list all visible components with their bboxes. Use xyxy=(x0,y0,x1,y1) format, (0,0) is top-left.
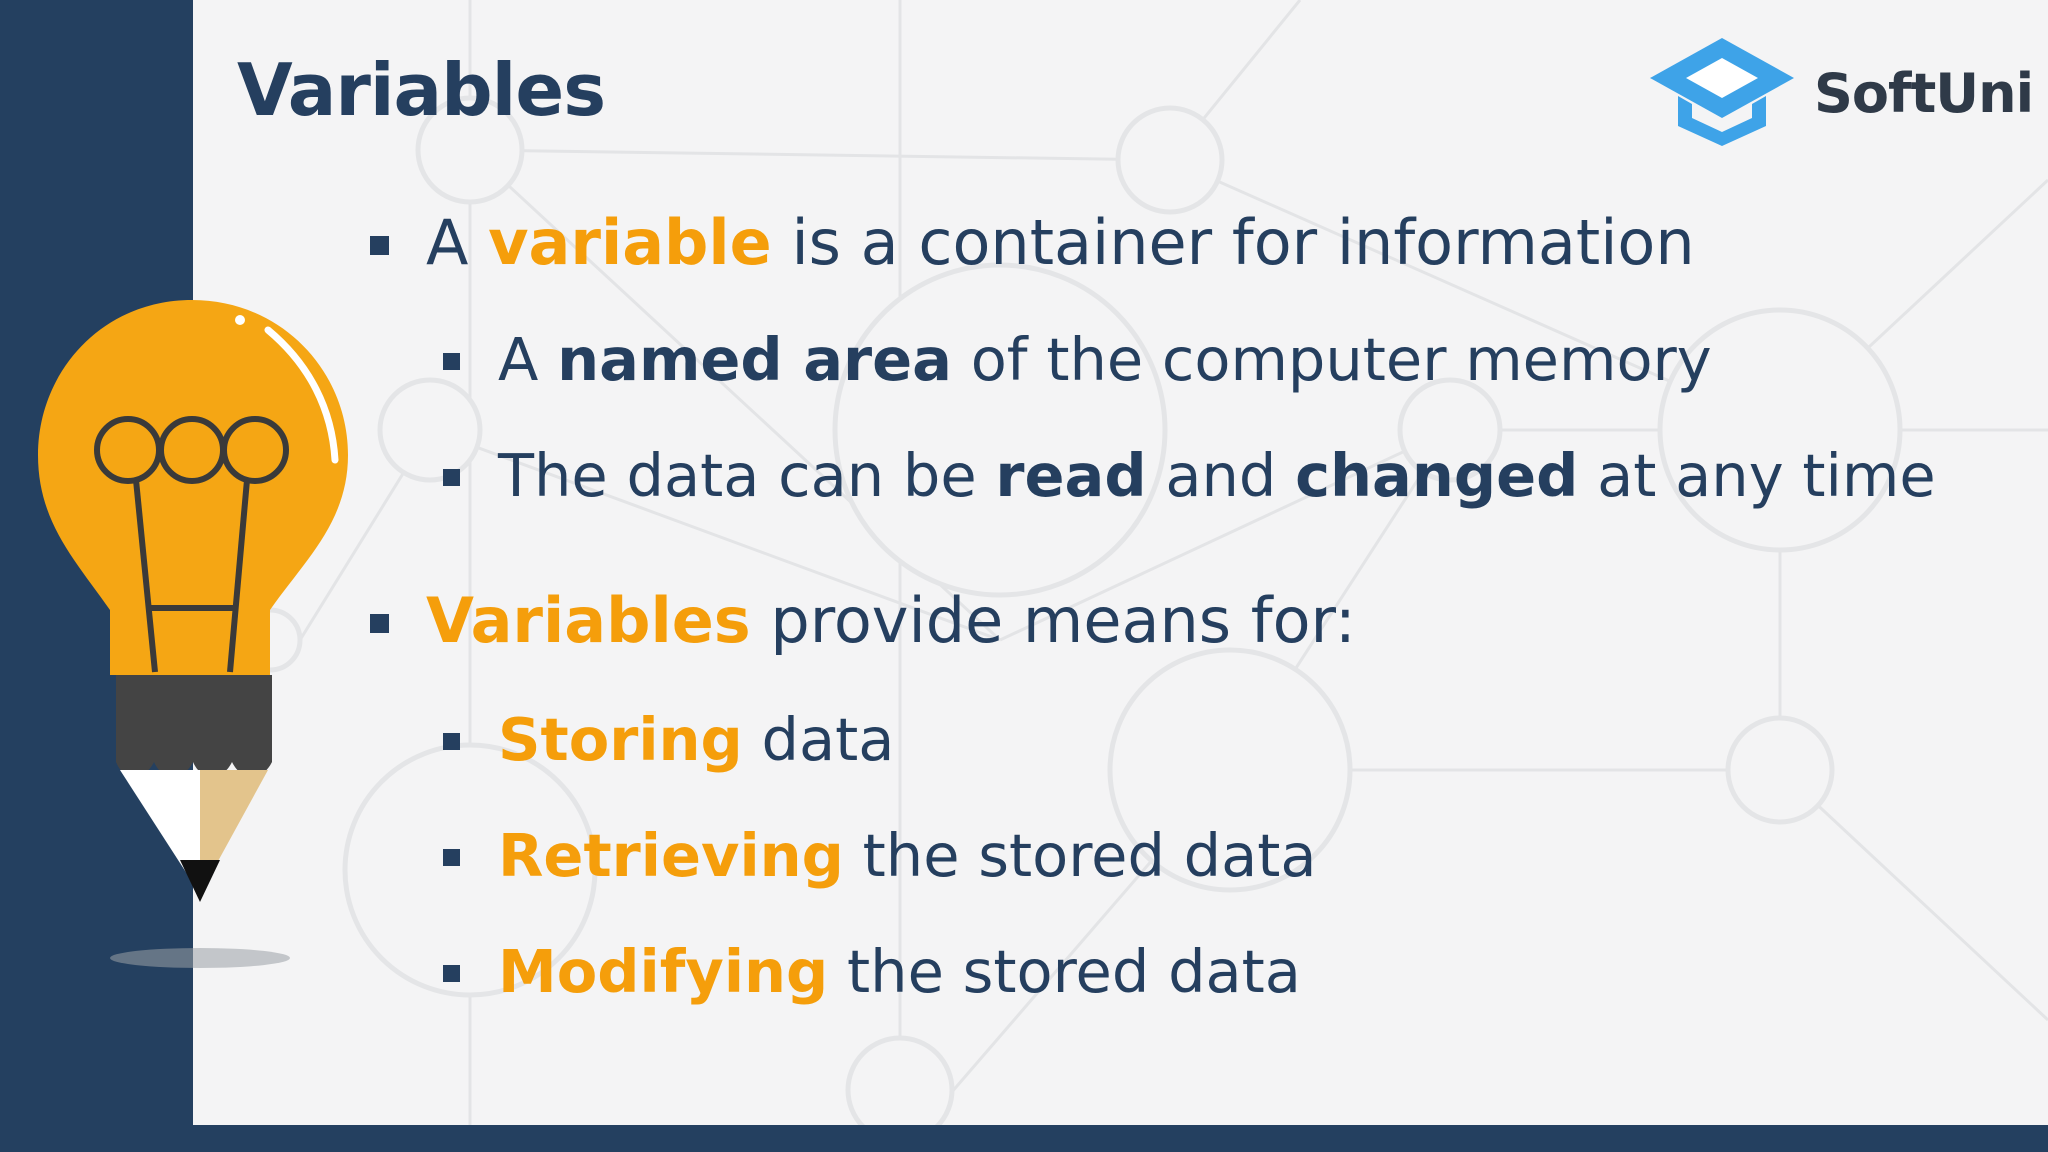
bullet-square-icon xyxy=(443,849,460,866)
text-segment: A xyxy=(426,206,489,279)
text-segment: A xyxy=(498,325,558,394)
highlight-term: Retrieving xyxy=(498,821,844,890)
bullet-square-icon xyxy=(443,353,460,370)
bold-term: named area xyxy=(557,325,952,394)
lightbulb-pencil-icon xyxy=(38,300,348,968)
text-segment: of the computer memory xyxy=(951,325,1712,394)
bold-term: changed xyxy=(1295,441,1579,510)
bullet-square-icon xyxy=(443,469,460,486)
text-segment: data xyxy=(742,705,895,774)
bullet-square-icon xyxy=(443,733,460,750)
logo-text: SoftUni xyxy=(1814,62,2034,125)
graduation-cap-icon xyxy=(1650,38,1794,146)
highlight-term: Storing xyxy=(498,705,743,774)
text-segment: at any time xyxy=(1578,441,1936,510)
text-segment: the stored data xyxy=(843,821,1317,890)
bullet-text: The data can be read and changed at any … xyxy=(498,441,1936,510)
bullet-text: Retrieving the stored data xyxy=(498,821,1317,890)
text-segment: the stored data xyxy=(828,937,1301,1006)
bottom-band xyxy=(0,1125,2048,1152)
text-segment: is a container for information xyxy=(771,206,1695,279)
bullet-text: Variables provide means for: xyxy=(426,584,1356,657)
bold-term: read xyxy=(995,441,1147,510)
bullet-text: Storing data xyxy=(498,705,894,774)
bullet-text: A named area of the computer memory xyxy=(498,325,1712,394)
softuni-logo: SoftUni xyxy=(1648,34,2034,150)
text-segment: The data can be xyxy=(498,441,996,510)
bullet-square-icon xyxy=(443,965,460,982)
text-segment: provide means for: xyxy=(750,584,1356,657)
bullet-text: A variable is a container for informatio… xyxy=(426,206,1695,279)
highlight-term: variable xyxy=(488,206,772,279)
bullet-square-icon xyxy=(370,614,389,633)
bullet-square-icon xyxy=(370,236,389,255)
slide-title: Variables xyxy=(237,48,606,132)
highlight-term: Modifying xyxy=(498,937,829,1006)
text-segment: and xyxy=(1146,441,1296,510)
highlight-term: Variables xyxy=(426,584,751,657)
bullet-text: Modifying the stored data xyxy=(498,937,1301,1006)
